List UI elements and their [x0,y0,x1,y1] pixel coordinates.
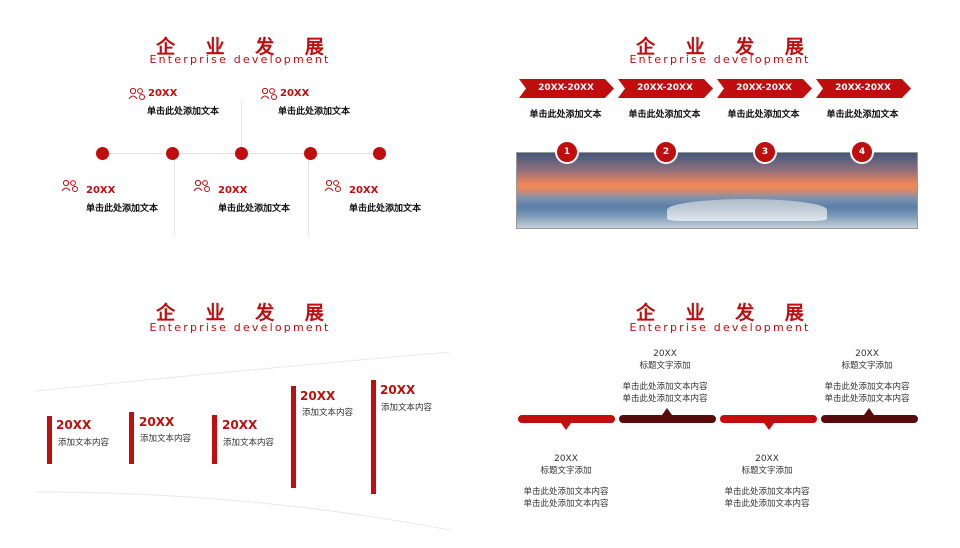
slide-timeline-bars: 企 业 发 展 Enterprise development 20XX 添加文本… [0,274,480,548]
slide-subtitle: Enterprise development [149,321,331,334]
segment-pointers [561,408,874,430]
period-label: 20XX-20XX [736,83,792,93]
timeline-dot [304,147,317,160]
item-text: 添加文本内容 [302,408,354,418]
slide-title: 企 业 发 展 [156,36,336,58]
item-year: 20XX [222,418,258,432]
timeline-dot [373,147,386,160]
item-year: 20XX [300,389,336,403]
timeline-segment [821,415,918,423]
item-year: 20XX [380,383,416,397]
people-icon [324,179,341,192]
sunset-sea-photo [516,152,918,229]
period-label: 20XX-20XX [835,83,891,93]
slide-title: 企 业 发 展 [156,302,336,324]
period-tag: 20XX-20XX [717,79,812,98]
connector-line [241,100,242,150]
item-text: 添加文本内容 [223,438,275,448]
step-number: 2 [654,140,678,164]
item-text: 单击此处添加文本 [86,204,159,214]
milestone-heading: 标题文字添加 [841,361,893,371]
milestone-block: 20XX 标题文字添加 单击此处添加文本内容 单击此处添加文本内容 [812,348,922,405]
item-text: 单击此处添加文本 [218,204,291,214]
connector-line [174,160,175,236]
timeline-bar [129,412,134,464]
photo-rock [667,199,827,221]
milestone-line: 单击此处添加文本内容 [724,487,810,497]
milestone-line: 单击此处添加文本内容 [523,487,609,497]
step-number: 1 [555,140,579,164]
item-year: 20XX [349,185,379,196]
timeline-dot [96,147,109,160]
period-text: 单击此处添加文本 [826,110,899,120]
timeline-dot [235,147,248,160]
period-label: 20XX-20XX [538,83,594,93]
milestone-line: 单击此处添加文本内容 [824,394,910,404]
timeline-bar [47,416,52,464]
people-icon [193,179,210,192]
timeline-dot [166,147,179,160]
slide-title: 企 业 发 展 [636,302,816,324]
milestone-year: 20XX [653,349,677,359]
item-text: 单击此处添加文本 [278,107,351,117]
slide-timeline-dots: 企 业 发 展 Enterprise development 20XX 单击此处… [0,0,480,274]
milestone-year: 20XX [855,349,879,359]
item-text: 单击此处添加文本 [349,204,422,214]
period-text: 单击此处添加文本 [628,110,701,120]
slide-subtitle: Enterprise development [629,53,811,66]
item-text: 添加文本内容 [140,434,192,444]
milestone-block: 20XX 标题文字添加 单击此处添加文本内容 单击此处添加文本内容 [511,453,621,510]
milestone-line: 单击此处添加文本内容 [523,499,609,509]
connector-line [308,160,309,236]
period-tag: 20XX-20XX [618,79,713,98]
period-text: 单击此处添加文本 [727,110,800,120]
timeline-segment [720,415,817,423]
people-icon [128,87,145,100]
timeline-bar [371,380,376,494]
slide-subtitle: Enterprise development [149,53,331,66]
item-year: 20XX [139,415,175,429]
milestone-heading: 标题文字添加 [639,361,691,371]
slide-title: 企 业 发 展 [636,36,816,58]
timeline-segment [518,415,615,423]
people-icon [260,87,277,100]
slide-subtitle: Enterprise development [629,321,811,334]
milestone-line: 单击此处添加文本内容 [622,394,708,404]
period-label: 20XX-20XX [637,83,693,93]
item-text: 单击此处添加文本 [147,107,220,117]
period-text: 单击此处添加文本 [529,110,602,120]
item-year: 20XX [56,418,92,432]
timeline-bar [291,386,296,488]
milestone-line: 单击此处添加文本内容 [622,382,708,392]
milestone-heading: 标题文字添加 [741,466,793,476]
perspective-lines [35,351,451,531]
milestone-line: 单击此处添加文本内容 [824,382,910,392]
slide-timeline-segments: 企 业 发 展 Enterprise development 20XX 标题文字… [480,274,960,548]
item-text: 添加文本内容 [58,438,110,448]
step-number: 3 [753,140,777,164]
period-tag: 20XX-20XX [816,79,911,98]
milestone-year: 20XX [755,454,779,464]
timeline-segment [619,415,716,423]
step-number: 4 [850,140,874,164]
period-tag: 20XX-20XX [519,79,614,98]
item-year: 20XX [280,88,310,99]
item-text: 添加文本内容 [381,403,433,413]
slide-timeline-photo: 企 业 发 展 Enterprise development 20XX-20XX… [480,0,960,274]
milestone-line: 单击此处添加文本内容 [724,499,810,509]
milestone-heading: 标题文字添加 [540,466,592,476]
item-year: 20XX [218,185,248,196]
milestone-year: 20XX [554,454,578,464]
milestone-block: 20XX 标题文字添加 单击此处添加文本内容 单击此处添加文本内容 [712,453,822,510]
timeline-bar [212,415,217,464]
milestone-block: 20XX 标题文字添加 单击此处添加文本内容 单击此处添加文本内容 [610,348,720,405]
people-icon [61,179,78,192]
item-year: 20XX [148,88,178,99]
item-year: 20XX [86,185,116,196]
